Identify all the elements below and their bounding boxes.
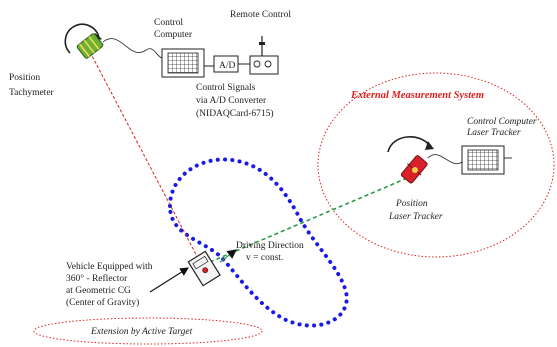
tracker-computer-label-line1: Control Computer: [467, 117, 537, 127]
vehicle-label-line4: (Center of Gravity): [66, 297, 139, 308]
vehicle-track: [167, 157, 349, 328]
tachymeter-label-line1: Position: [9, 73, 40, 83]
vehicle-icon: [187, 250, 221, 287]
external-system-title: External Measurement System: [350, 90, 484, 101]
signals-label-line1: Control Signals: [196, 83, 256, 93]
control-computer-label-line1: Control: [154, 18, 183, 28]
tracker-computer-icon: [461, 145, 512, 175]
extension-ellipse: [33, 317, 263, 345]
remote-control-icon: [249, 36, 279, 75]
vehicle-label-line2: 360° - Reflector: [66, 273, 128, 284]
ad-box-label: A/D: [219, 61, 236, 71]
tachymeter-label-line2: Tachymeter: [9, 88, 55, 98]
external-system-ellipse: [317, 72, 555, 258]
vehicle-label-line1: Vehicle Equipped with: [66, 262, 153, 272]
laser-tracker-label-line1: Position: [395, 199, 428, 209]
rotation-arrow-icon: [64, 23, 100, 54]
laser-tracker-icon: [387, 136, 434, 184]
laser-tracker-sight-line: [209, 175, 413, 263]
vehicle-pointer-arrow: [149, 267, 189, 293]
control-computer-label-line2: Computer: [154, 30, 193, 40]
control-computer-icon: [161, 48, 205, 78]
signals-label-line3: (NIDAQCard-6715): [196, 108, 274, 119]
tachymeter-cable: [102, 38, 163, 59]
tachymeter-icon: [64, 23, 104, 59]
laser-tracker-label-line2: Laser Tracker: [388, 212, 443, 222]
tracker-computer-label-line2: Laser Tracker: [466, 128, 521, 138]
tachymeter-sight-line: [89, 51, 201, 263]
driving-direction-arrow: [219, 249, 237, 263]
remote-control-label: Remote Control: [230, 10, 291, 20]
velocity-label: v = const.: [246, 253, 283, 263]
extension-label: Extension by Active Target: [90, 327, 193, 337]
driving-direction-label: Driving Direction: [236, 241, 304, 251]
tracker-cable: [427, 154, 463, 165]
vehicle-label-line3: at Geometric CG: [66, 286, 131, 296]
signals-label-line2: via A/D Converter: [196, 96, 267, 106]
